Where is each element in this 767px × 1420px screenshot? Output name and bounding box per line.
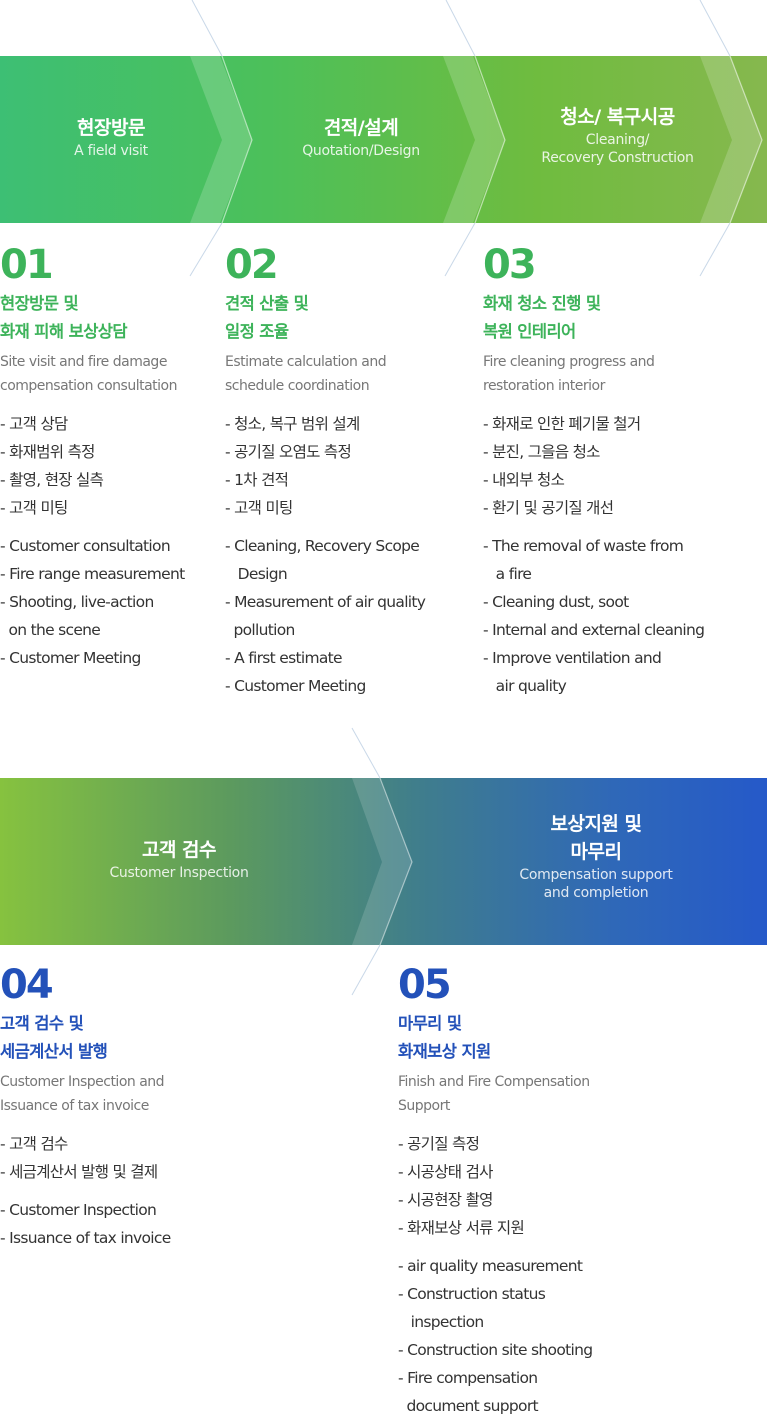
list-item: - 시공현장 촬영 (398, 1191, 493, 1209)
list-item: - air quality measurement (398, 1257, 583, 1275)
list-item: - Shooting, live-action (0, 593, 154, 611)
step-title-ko: 화재 청소 진행 및 복원 인테리어 (483, 294, 601, 341)
list-item: - Cleaning, Recovery Scope (225, 537, 420, 555)
step-items-ko: - 고객 검수 - 세금계산서 발행 및 결제 (0, 1130, 340, 1186)
list-item: - Fire range measurement (0, 565, 185, 583)
stage-title: 견적/설계 (323, 117, 399, 139)
list-item: - Measurement of air quality (225, 593, 426, 611)
step-title-ko: 고객 검수 및 세금계산서 발행 (0, 1014, 108, 1061)
list-item: - Construction site shooting (398, 1341, 593, 1359)
step-items-en: - Customer Inspection - Issuance of tax … (0, 1196, 340, 1252)
list-item: inspection (398, 1313, 485, 1331)
list-item: - Customer Meeting (0, 649, 141, 667)
stage-subtitle: Quotation/Design (302, 143, 420, 159)
list-item: on the scene (0, 621, 101, 639)
step-items-en: - Cleaning, Recovery Scope Design - Meas… (225, 532, 450, 700)
list-item: - 공기질 측정 (398, 1135, 480, 1153)
list-item: - 고객 미팅 (0, 499, 68, 517)
list-item: - 고객 미팅 (225, 499, 293, 517)
stage-label-5: 보상지원 및 마무리 Compensation support and comp… (410, 810, 767, 902)
step-number: 02 (225, 242, 279, 288)
list-item: air quality (483, 677, 567, 695)
list-item: - 화재로 인한 폐기물 철거 (483, 415, 641, 433)
list-item: - Cleaning dust, soot (483, 593, 629, 611)
list-item: - 촬영, 현장 실측 (0, 471, 104, 489)
list-item: - 청소, 복구 범위 설계 (225, 415, 360, 433)
list-item: - A first estimate (225, 649, 343, 667)
step-title-en: Customer Inspection and Issuance of tax … (0, 1074, 165, 1114)
step-items-ko: - 고객 상담 - 화재범위 측정 - 촬영, 현장 실측 - 고객 미팅 (0, 410, 215, 522)
stage-label-3: 청소/ 복구시공 Cleaning/ Recovery Construction (505, 103, 730, 167)
list-item: Design (225, 565, 288, 583)
step-01: 01 현장방문 및 화재 피해 보상상담 Site visit and fire… (0, 244, 215, 672)
step-title-en: Site visit and fire damage compensation … (0, 354, 178, 394)
stage-subtitle: Compensation support and completion (519, 867, 673, 901)
step-number: 01 (0, 242, 54, 288)
list-item: - 시공상태 검사 (398, 1163, 493, 1181)
step-05: 05 마무리 및 화재보상 지원 Finish and Fire Compens… (398, 964, 758, 1420)
step-number: 03 (483, 242, 537, 288)
stage-subtitle: A field visit (74, 143, 148, 159)
list-item: - 화재범위 측정 (0, 443, 95, 461)
step-title-en: Finish and Fire Compensation Support (398, 1074, 590, 1114)
list-item: - 고객 상담 (0, 415, 68, 433)
stage-subtitle: Customer Inspection (109, 865, 249, 881)
list-item: - 화재보상 서류 지원 (398, 1219, 525, 1237)
step-02: 02 견적 산출 및 일정 조율 Estimate calculation an… (225, 244, 450, 700)
step-title-ko: 견적 산출 및 일정 조율 (225, 294, 309, 341)
list-item: - 고객 검수 (0, 1135, 68, 1153)
list-item: - Customer Meeting (225, 677, 366, 695)
stage-title: 청소/ 복구시공 (560, 106, 675, 128)
step-items-ko: - 화재로 인한 폐기물 철거 - 분진, 그을음 청소 - 내외부 청소 - … (483, 410, 767, 522)
step-items-ko: - 청소, 복구 범위 설계 - 공기질 오염도 측정 - 1차 견적 - 고객… (225, 410, 450, 522)
stage-subtitle: Cleaning/ Recovery Construction (541, 132, 694, 166)
list-item: a fire (483, 565, 532, 583)
step-04: 04 고객 검수 및 세금계산서 발행 Customer Inspection … (0, 964, 340, 1252)
list-item: - 세금계산서 발행 및 결제 (0, 1163, 158, 1181)
list-item: - 환기 및 공기질 개선 (483, 499, 614, 517)
list-item: - Customer Inspection (0, 1201, 157, 1219)
step-items-en: - The removal of waste from a fire - Cle… (483, 532, 767, 700)
step-title-en: Estimate calculation and schedule coordi… (225, 354, 387, 394)
list-item: - 1차 견적 (225, 471, 289, 489)
list-item: - Internal and external cleaning (483, 621, 705, 639)
step-title-ko: 현장방문 및 화재 피해 보상상담 (0, 294, 128, 341)
list-item: - The removal of waste from (483, 537, 684, 555)
list-item: - 공기질 오염도 측정 (225, 443, 352, 461)
step-title-ko: 마무리 및 화재보상 지원 (398, 1014, 491, 1061)
stage-title: 현장방문 (77, 117, 145, 139)
list-item: - Fire compensation (398, 1369, 538, 1387)
step-items-en: - Customer consultation - Fire range mea… (0, 532, 215, 672)
list-item: - 내외부 청소 (483, 471, 565, 489)
step-03: 03 화재 청소 진행 및 복원 인테리어 Fire cleaning prog… (483, 244, 767, 700)
step-items-en: - air quality measurement - Construction… (398, 1252, 758, 1420)
list-item: - Construction status (398, 1285, 546, 1303)
process-band-top (0, 56, 767, 223)
list-item: - Customer consultation (0, 537, 171, 555)
step-number: 04 (0, 962, 54, 1008)
stage-label-4: 고객 검수 Customer Inspection (0, 836, 358, 882)
list-item: - Issuance of tax invoice (0, 1229, 171, 1247)
stage-label-2: 견적/설계 Quotation/Design (250, 114, 472, 160)
list-item: pollution (225, 621, 295, 639)
list-item: document support (398, 1397, 538, 1415)
stage-label-1: 현장방문 A field visit (0, 114, 222, 160)
step-items-ko: - 공기질 측정 - 시공상태 검사 - 시공현장 촬영 - 화재보상 서류 지… (398, 1130, 758, 1242)
stage-title: 고객 검수 (141, 839, 217, 861)
list-item: - 분진, 그을음 청소 (483, 443, 600, 461)
step-title-en: Fire cleaning progress and restoration i… (483, 354, 655, 394)
step-number: 05 (398, 962, 452, 1008)
list-item: - Improve ventilation and (483, 649, 662, 667)
stage-title: 보상지원 및 마무리 (550, 813, 642, 863)
